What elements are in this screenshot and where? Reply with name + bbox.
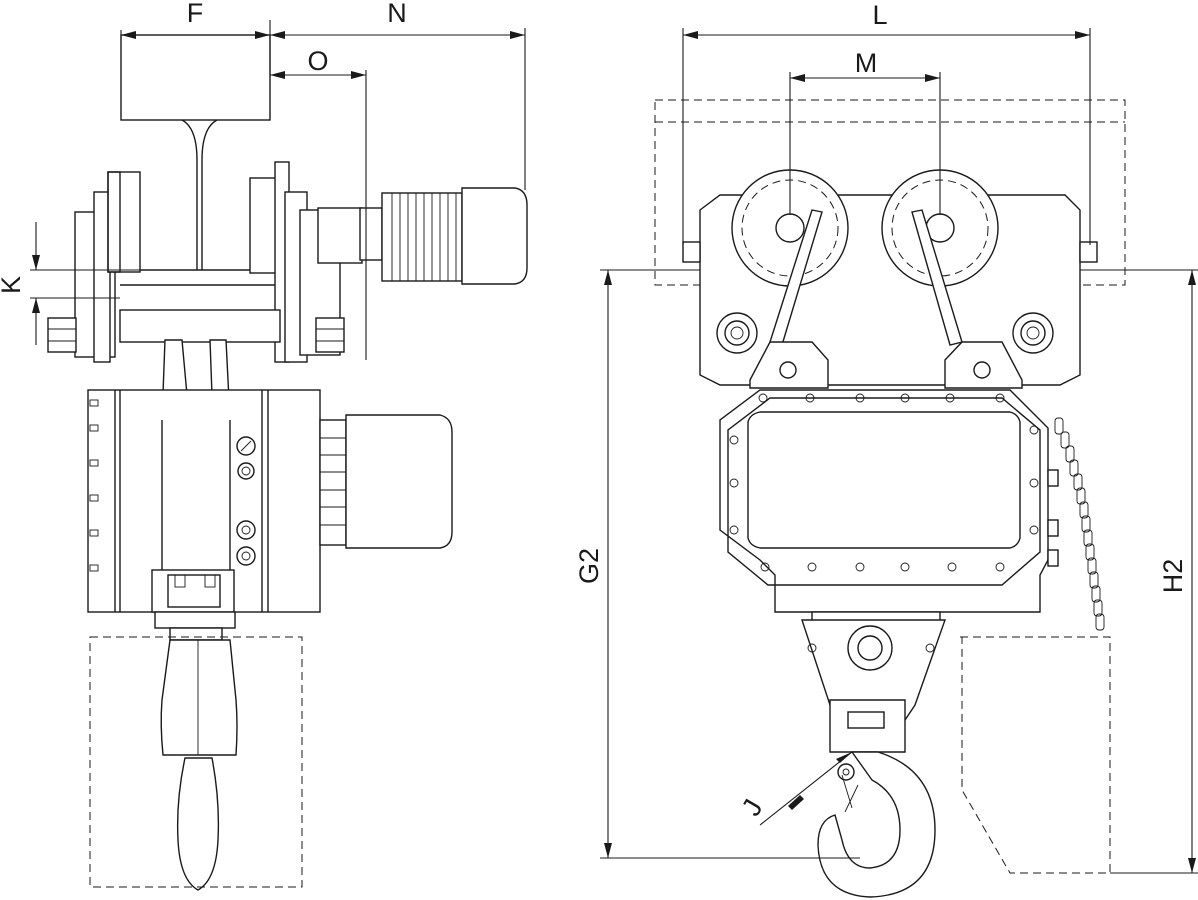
load-hook [817, 751, 936, 898]
hoist-motor-side [319, 414, 453, 549]
dim-label-M: M [855, 48, 878, 78]
envelope-outline-front [960, 636, 1111, 874]
dim-label-G2: G2 [574, 548, 604, 584]
dim-label-H2: H2 [1158, 559, 1188, 594]
dim-label-J: J [736, 794, 769, 821]
cross-axle [119, 309, 281, 343]
trolley-side-left [74, 171, 141, 363]
dim-label-F: F [187, 0, 204, 28]
dim-label-K: K [0, 276, 26, 294]
housing-bolts [729, 393, 1039, 572]
hook-block [801, 611, 946, 753]
frame-bolt-right [1012, 312, 1054, 354]
frame-bolt-left [716, 312, 758, 354]
trolley-travel-motor [317, 187, 528, 285]
hoist-body-front [719, 389, 1049, 613]
dim-label-O: O [307, 46, 328, 76]
front-view: L M G2 H2 J [574, 0, 1198, 898]
hoist-body-side [87, 389, 321, 641]
envelope-outline-side [89, 636, 303, 888]
dimension-lines-side [30, 20, 526, 360]
axle-nut-right [315, 317, 345, 353]
load-chain [1054, 417, 1105, 631]
dimension-lines-front [600, 28, 1198, 874]
beam-flange [120, 34, 271, 121]
nameplate-window [747, 411, 1021, 549]
side-view: F N O K [0, 0, 528, 891]
beam-web [181, 119, 218, 270]
control-pendant [160, 639, 238, 891]
dim-label-L: L [872, 0, 887, 30]
axle-nut-left [47, 317, 77, 353]
dim-label-N: N [387, 0, 407, 28]
